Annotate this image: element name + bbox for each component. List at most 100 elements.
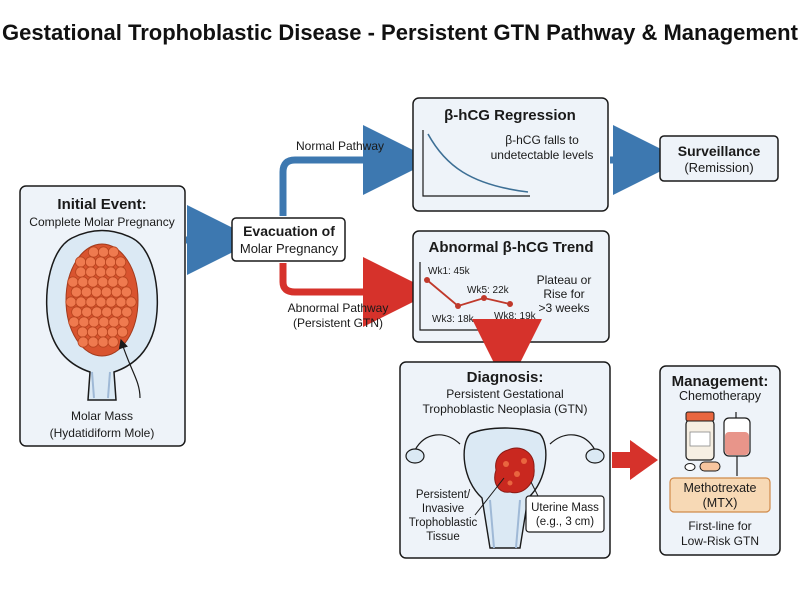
molar-vesicle (88, 316, 100, 328)
molar-vesicle (80, 286, 93, 298)
medication-vial-icon (685, 411, 715, 461)
uterine-mass-size: (e.g., 3 cm) (536, 516, 594, 528)
molar-vesicle (78, 316, 90, 328)
diagnosis-line1: Persistent Gestational (446, 387, 563, 401)
molar-vesicle (105, 266, 117, 278)
uterus-tumor-illustration (405, 427, 605, 549)
molar-vesicle (87, 276, 99, 288)
molar-vesicle (87, 336, 99, 348)
molar-vesicle (70, 286, 83, 298)
molar-vesicle (95, 256, 107, 268)
regression-box: β-hCG Regression β-hCG falls to undetect… (412, 97, 609, 212)
evacuation-line1: Evacuation of (243, 223, 335, 239)
uterine-mass-tumor (494, 447, 535, 494)
molar-vesicle (118, 316, 130, 328)
diagnosis-line2: Trophoblastic Neoplasia (GTN) (423, 402, 588, 416)
pills-icon (684, 461, 721, 472)
molar-vesicle (77, 276, 89, 288)
iv-bag-icon (723, 412, 751, 476)
tissue-label-2: Invasive (422, 503, 464, 515)
molar-vesicle (106, 326, 119, 338)
trend-note3: >3 weeks (538, 301, 589, 315)
mtx-label-box (669, 477, 771, 513)
molar-vesicle (85, 256, 97, 268)
regression-heading: β-hCG Regression (444, 107, 576, 124)
initial-event-heading: Initial Event: (57, 196, 146, 213)
arrow-to-management (612, 440, 658, 480)
molar-vesicle (105, 256, 117, 268)
normal-pathway-arrow (279, 125, 433, 216)
trend-point-wk5 (481, 295, 487, 301)
molar-vesicle (117, 276, 129, 288)
molar-vesicle (71, 306, 83, 318)
trend-label-wk3: Wk3: 18k (432, 314, 475, 325)
management-note1: First-line for (688, 519, 751, 533)
molar-vesicle (115, 266, 127, 278)
trend-line (426, 279, 511, 308)
abnormal-pathway-sublabel: (Persistent GTN) (293, 316, 383, 330)
molar-vesicle (107, 246, 120, 258)
molar-vesicle (115, 256, 127, 268)
molar-vesicle (76, 326, 89, 338)
molar-mass-sublabel: (Hydatidiform Mole) (50, 426, 155, 440)
diagnosis-heading: Diagnosis: (467, 369, 544, 386)
regression-curve-graph (422, 130, 530, 197)
surveillance-sub: (Remission) (684, 160, 753, 175)
molar-vesicle (77, 336, 89, 348)
initial-event-box: Initial Event: Complete Molar Pregnancy … (19, 185, 186, 447)
molar-vesicle (97, 246, 110, 258)
molar-vesicle (65, 296, 77, 308)
regression-text1: β-hCG falls to (505, 133, 579, 147)
page-title: Gestational Trophoblastic Disease - Pers… (2, 20, 798, 45)
molar-vesicle (91, 306, 103, 318)
management-box: Management: Chemotherapy Methotrexate (M… (659, 365, 781, 556)
molar-vesicle (86, 326, 99, 338)
molar-vesicle (107, 276, 119, 288)
molar-vesicle (105, 296, 117, 308)
management-sub: Chemotherapy (679, 389, 762, 403)
molar-vesicle (95, 266, 107, 278)
drug-abbrev: (MTX) (703, 496, 738, 510)
molar-vesicle (110, 286, 123, 298)
molar-vesicle (67, 276, 79, 288)
regression-text2: undetectable levels (491, 148, 594, 162)
tissue-label-1: Persistent/ (416, 489, 471, 501)
evacuation-box: Evacuation of Molar Pregnancy (231, 217, 346, 262)
molar-mass-vesicles (65, 243, 139, 357)
molar-vesicle (111, 306, 123, 318)
uterine-mass-label: Uterine Mass (531, 502, 599, 514)
abnormal-trend-heading: Abnormal β-hCG Trend (429, 239, 594, 256)
tissue-label-4: Tissue (426, 531, 459, 543)
molar-vesicle (116, 326, 129, 338)
mass-pointer-line (118, 338, 141, 399)
molar-vesicle (101, 306, 113, 318)
molar-mass-label: Molar Mass (71, 409, 133, 423)
molar-vesicle (100, 286, 113, 298)
drug-name: Methotrexate (684, 481, 757, 495)
molar-vesicle (75, 266, 87, 278)
surveillance-box: Surveillance (Remission) (659, 135, 779, 182)
trend-point-wk8 (507, 301, 513, 307)
normal-pathway-label: Normal Pathway (296, 139, 384, 153)
management-heading: Management: (672, 373, 769, 390)
molar-vesicle (108, 316, 120, 328)
molar-vesicle (85, 266, 97, 278)
abnormal-trend-box: Abnormal β-hCG Trend Wk1: 45k Wk3: 18k W… (412, 230, 610, 343)
management-note2: Low-Risk GTN (681, 534, 759, 548)
molar-vesicle (107, 336, 119, 348)
molar-vesicle (81, 306, 93, 318)
molar-vesicle (68, 316, 80, 328)
abnormal-pathway-arrow (279, 257, 433, 327)
molar-vesicle (96, 326, 109, 338)
trend-label-wk8: Wk8: 19k (494, 311, 537, 322)
tissue-label-3: Trophoblastic (409, 517, 478, 529)
trend-note2: Rise for (543, 287, 584, 301)
initial-event-subtitle: Complete Molar Pregnancy (29, 215, 174, 229)
molar-vesicle (87, 246, 100, 258)
abnormal-pathway-label: Abnormal Pathway (288, 301, 389, 315)
trend-note1: Plateau or (537, 273, 592, 287)
evacuation-line2: Molar Pregnancy (240, 241, 339, 256)
molar-vesicle (125, 296, 137, 308)
molar-vesicle (85, 296, 97, 308)
